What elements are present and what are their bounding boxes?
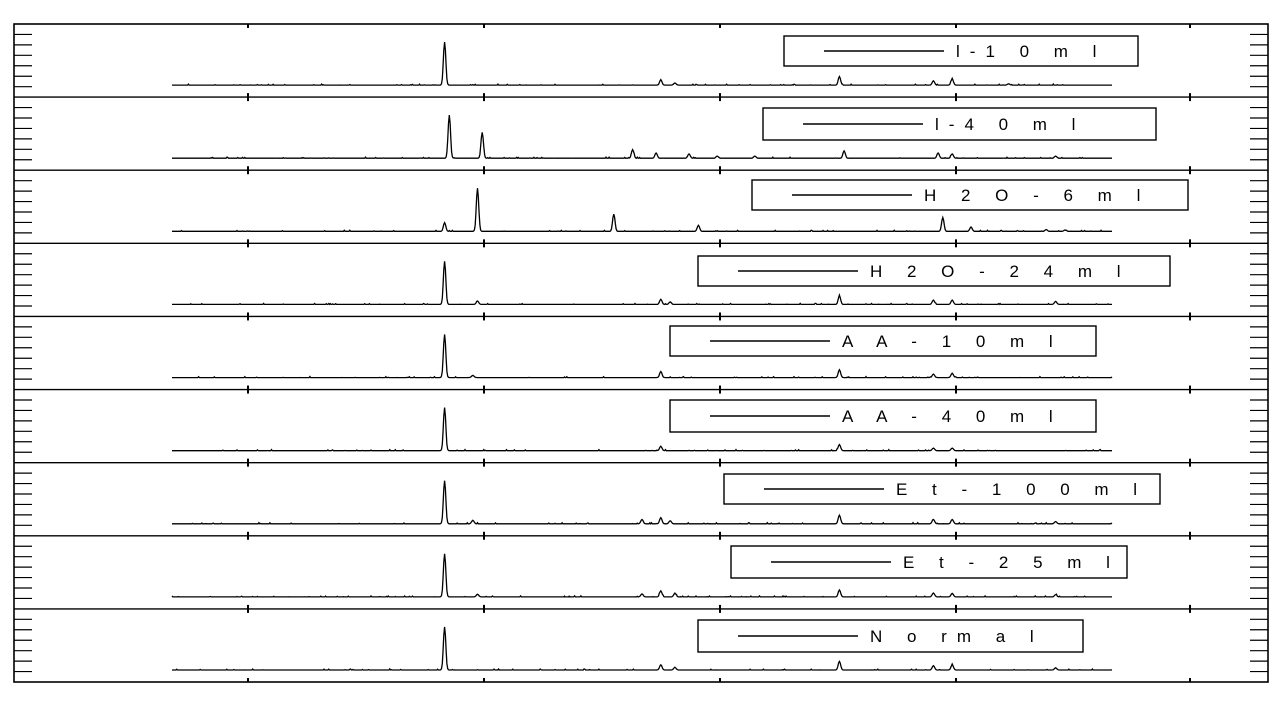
legend-label: H 2 O - 6 m l [924,186,1150,205]
spectrum-panel-AA-10ml: A A - 1 0 m l [14,315,1268,390]
legend-label: E t - 1 0 0 m l [896,480,1147,499]
legend-label: A A - 4 0 m l [842,407,1063,426]
legend-label: l-1 0 m l [956,42,1106,61]
spectrum-panel-l-10ml: l-1 0 m l [14,24,1268,98]
spectrum-panel-Et-25ml: E t - 2 5 m l [14,535,1268,609]
legend-label: l-4 0 m l [935,115,1085,134]
spectrum-panel-H2O-6ml: H 2 O - 6 m l [14,169,1268,244]
legend-label: E t - 2 5 m l [903,553,1120,572]
plot-frame [13,23,1269,683]
spectrum-panel-l-40ml: l-4 0 m l [14,96,1268,171]
legend-label: A A - 1 0 m l [842,332,1063,351]
spectrum-line-H2O-6ml [172,188,1112,233]
legend-label: H 2 O - 2 4 m l [870,262,1131,281]
spectrum-line-H2O-24ml [172,261,1112,306]
spectrum-panel-AA-40ml: A A - 4 0 m l [14,388,1268,463]
spectrum-line-AA-10ml [172,334,1113,379]
spectrum-panel-Normal: N o rm a l [14,608,1268,682]
spectrum-panel-Et-100ml: E t - 1 0 0 m l [14,461,1268,536]
spectrum-line-AA-40ml [172,407,1112,452]
spectrum-line-Et-25ml [171,553,1112,598]
spectrum-line-Normal [172,626,1113,671]
spectrum-line-Et-100ml [172,480,1113,525]
spectrum-line-l-10ml [172,41,1112,86]
spectrum-line-l-40ml [172,115,1112,160]
spectrum-panel-H2O-24ml: H 2 O - 2 4 m l [14,242,1268,317]
legend-label: N o rm a l [870,627,1044,646]
